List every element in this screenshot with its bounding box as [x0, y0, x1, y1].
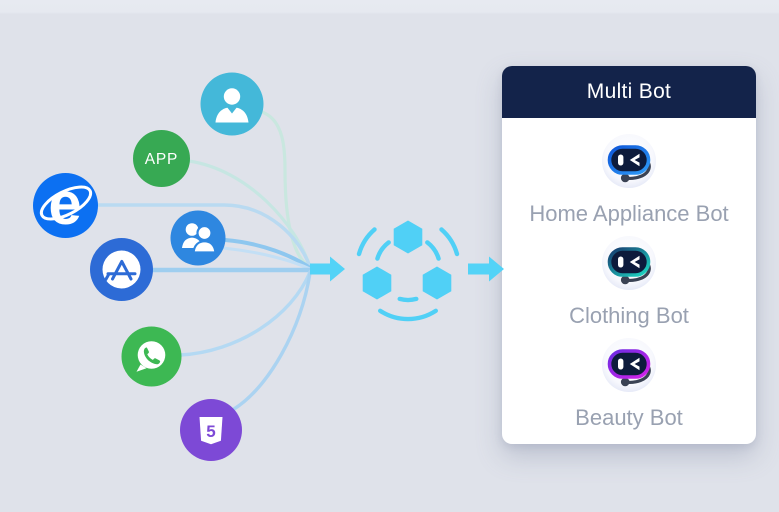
whatsapp-icon — [136, 341, 166, 372]
link-html5 — [232, 271, 312, 411]
robot-eye-bar — [617, 358, 624, 370]
ie-icon: e — [39, 170, 93, 237]
robot-eye-chevron — [629, 153, 640, 167]
hub-hexagon-right — [422, 266, 452, 300]
channel-customer — [200, 72, 264, 136]
channel-app: APP — [133, 130, 190, 187]
headset-mic-icon — [620, 173, 630, 183]
html5-circle — [180, 399, 242, 461]
panel-header: Multi Bot — [502, 66, 756, 118]
link-browser — [95, 203, 312, 269]
link-app — [187, 159, 312, 269]
robot-visor — [607, 145, 651, 175]
app-text: APP — [145, 151, 178, 168]
hub-icon — [356, 220, 460, 322]
svg-text:5: 5 — [206, 422, 215, 441]
link-whatsapp — [178, 270, 312, 357]
robot-visor — [607, 349, 651, 379]
robot-icon — [601, 236, 656, 290]
users-icon — [182, 223, 217, 254]
robot-icon — [601, 338, 656, 392]
bot-item-beauty: Beauty Bot — [575, 336, 683, 431]
channel-html5: 5 — [180, 399, 242, 461]
channel-users — [170, 210, 226, 266]
channel-app-store — [90, 238, 153, 301]
bot-label: Beauty Bot — [575, 405, 683, 430]
person-icon — [215, 88, 249, 123]
multi-bot-panel: Multi Bot — [502, 66, 756, 444]
app-store-inner-circle — [102, 250, 141, 289]
link-users — [223, 238, 312, 270]
bot-list: Home Appliance Bot — [502, 118, 756, 438]
html5-icon: 5 — [199, 417, 223, 445]
bot-item-home-appliance: Home Appliance Bot — [529, 132, 729, 227]
app-store-icon — [104, 260, 137, 281]
link-users-2 — [221, 246, 312, 271]
users-circle — [170, 210, 226, 266]
robot-eye-chevron — [629, 255, 640, 269]
bot-item-clothing: Clothing Bot — [569, 234, 689, 329]
robot-eye-bar — [618, 154, 624, 166]
whatsapp-circle — [121, 326, 182, 387]
arrow-right-icon — [468, 256, 504, 282]
arrow-right-icon — [310, 256, 345, 282]
link-customer — [260, 110, 312, 269]
channel-browser: e — [33, 170, 98, 238]
panel-title: Multi Bot — [586, 80, 672, 103]
customer-circle — [200, 72, 264, 136]
headset-mic-icon — [620, 275, 630, 285]
app-store-circle — [90, 238, 153, 301]
robot-visor — [607, 247, 651, 277]
channel-whatsapp — [121, 326, 182, 387]
bot-label: Clothing Bot — [569, 303, 689, 328]
robot-icon — [602, 134, 656, 188]
robot-eye-bar — [617, 256, 624, 268]
svg-text:e: e — [48, 170, 81, 237]
robot-eye-chevron — [629, 357, 640, 371]
hub-hexagon-top — [393, 220, 423, 254]
app-circle — [133, 130, 190, 187]
hub-arcs — [356, 227, 460, 322]
bot-label: Home Appliance Bot — [529, 201, 729, 226]
headset-mic-icon — [620, 377, 630, 387]
browser-circle — [33, 173, 98, 238]
hub-hexagon-left — [362, 266, 392, 300]
connector-lines — [95, 110, 317, 411]
